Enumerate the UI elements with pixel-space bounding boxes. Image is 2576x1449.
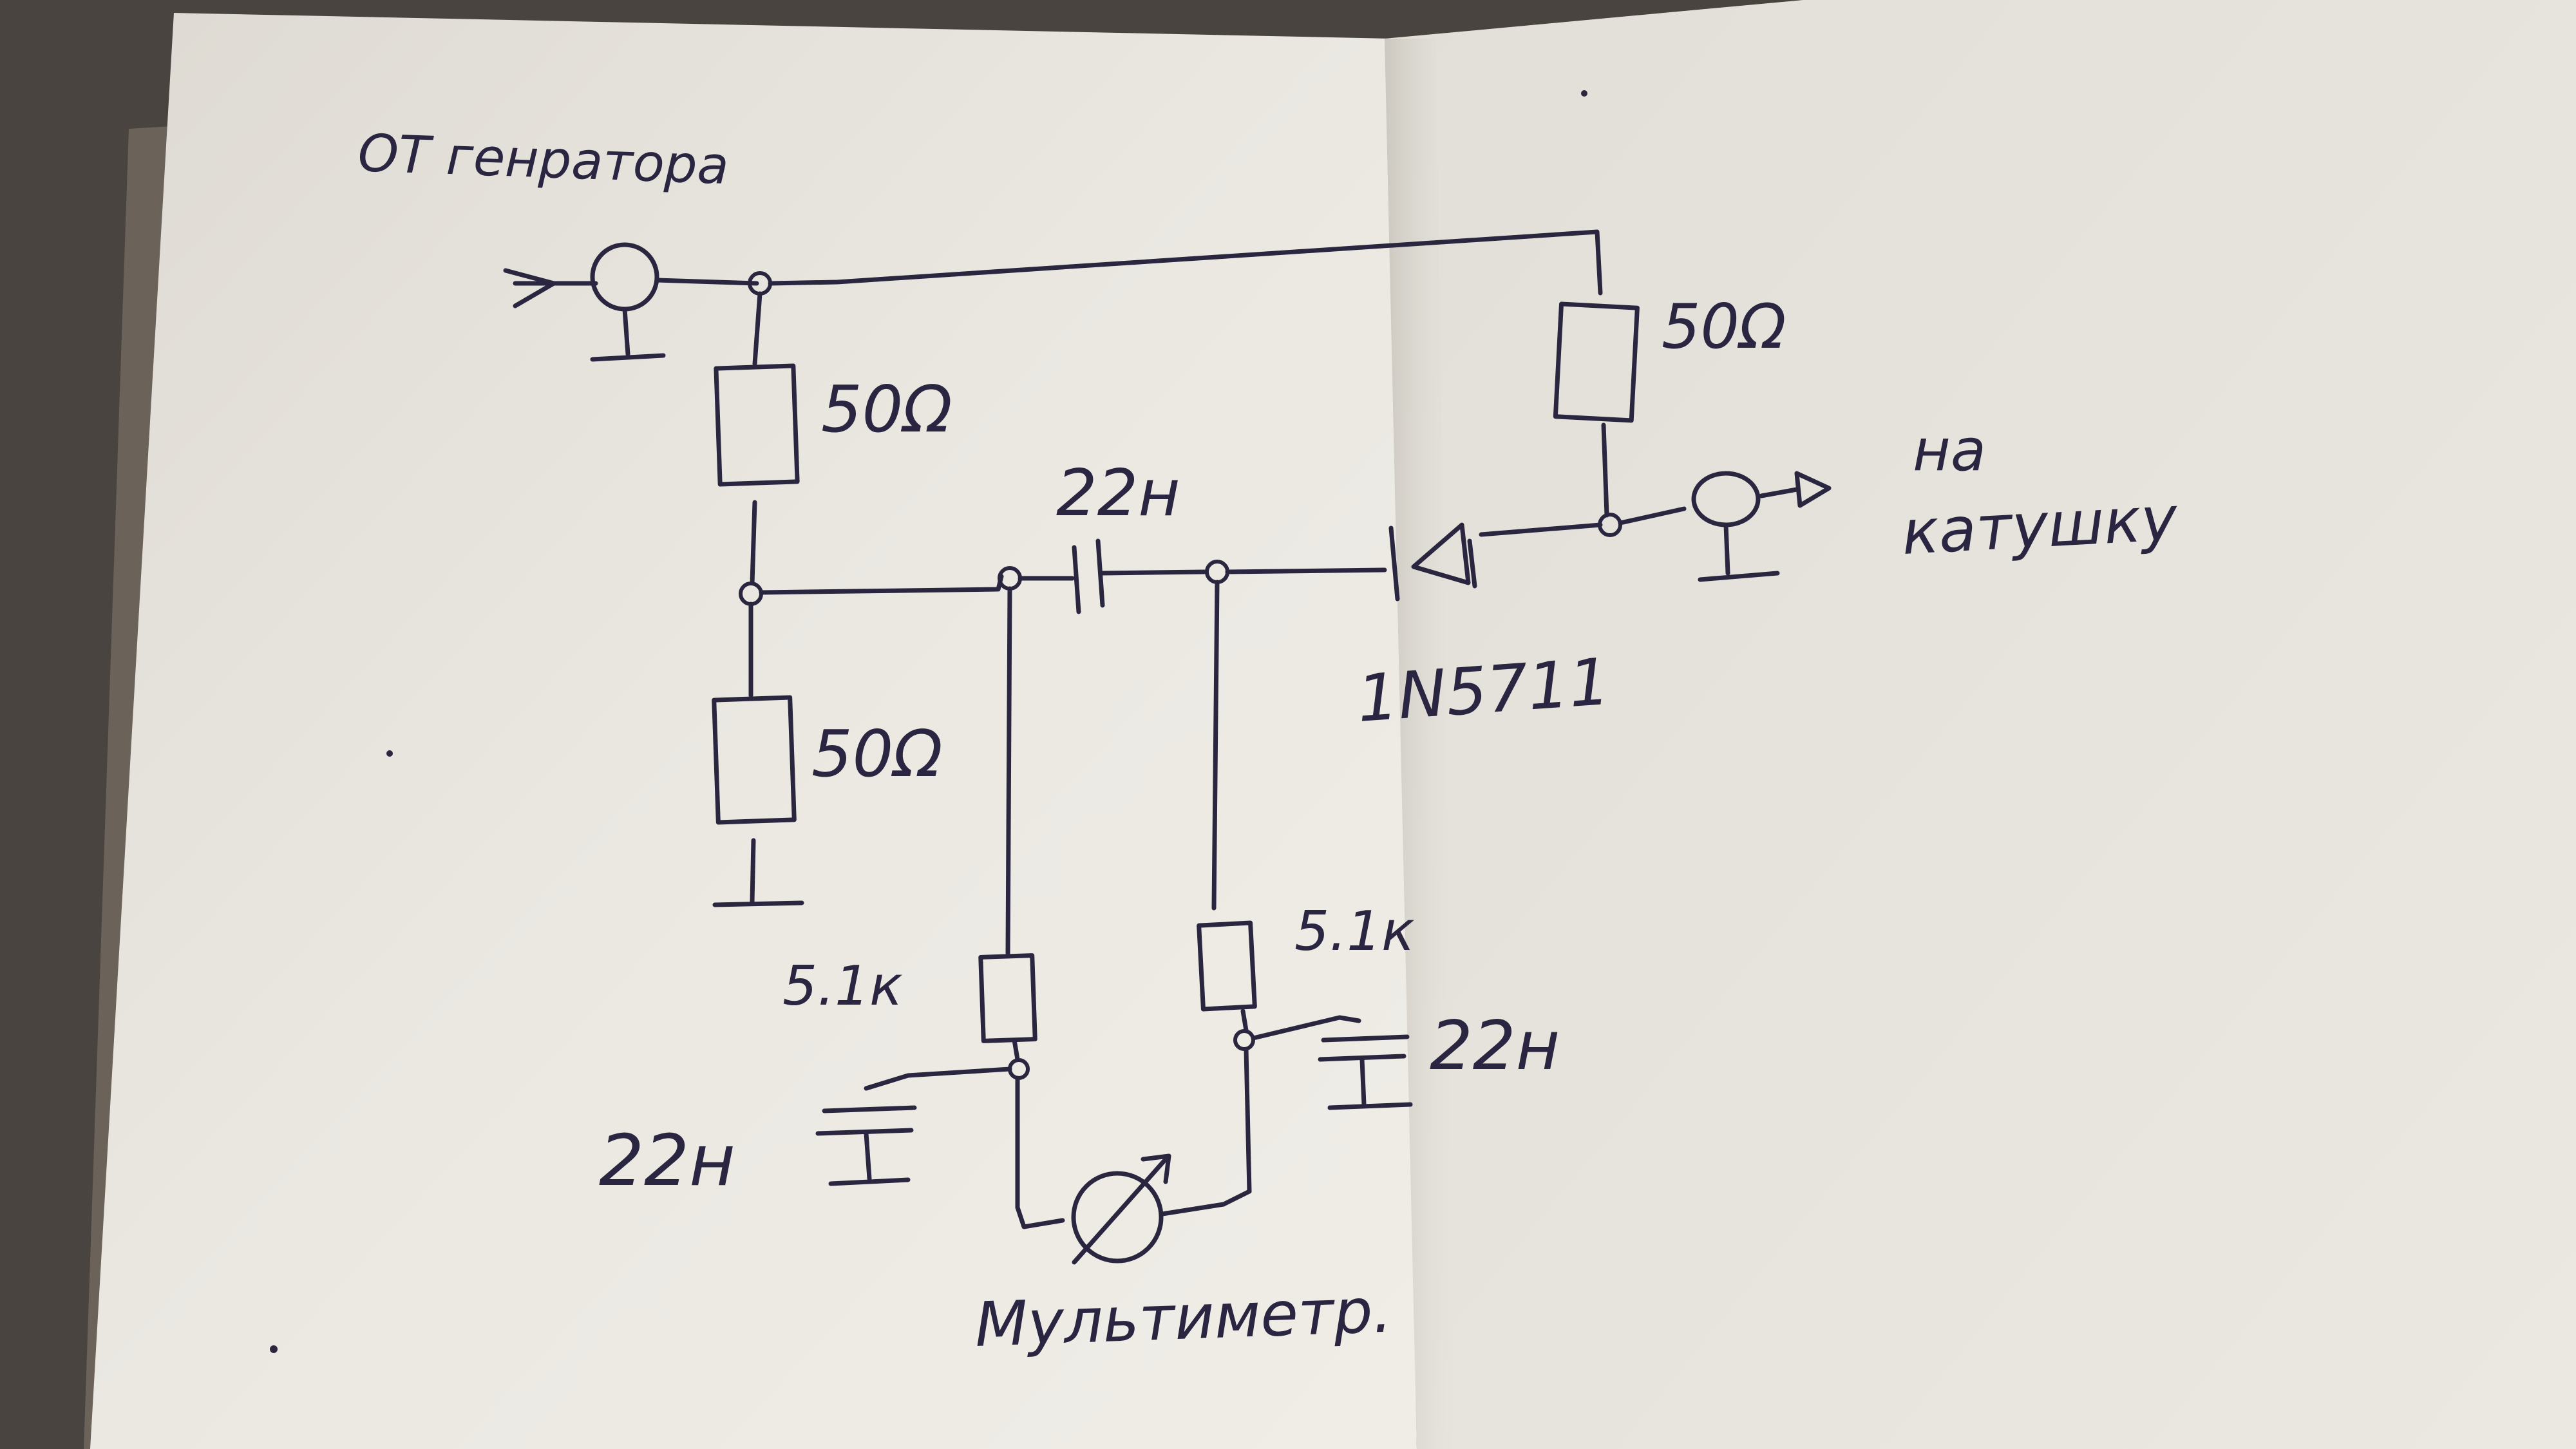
resistor-50-top-left [714,363,800,487]
diode-bar [1388,526,1400,601]
label-c-left-filter: 22н [599,1119,735,1202]
capacitor-left-plate-b [815,1128,914,1136]
label-output-line1: на [1913,417,1986,484]
pen-dot-3 [270,1345,278,1353]
pen-dot-2 [1581,90,1587,97]
diode-body [1411,522,1471,585]
capacitor-right-plate-a [1321,1034,1410,1043]
output-arrow [1794,471,1832,508]
pen-dot [386,750,393,757]
label-source: ОТ генратора [357,123,730,196]
resistor-5k1-right [1197,920,1257,1012]
label-r-bottom-left: 50Ω [811,716,943,791]
left-page [90,13,1417,1449]
label-c-right-filter: 22н [1430,1007,1560,1085]
circuit-drawing [503,229,1832,1265]
label-r-left-filter: 5.1к [782,954,903,1018]
label-meter: Мультиметр. [974,1275,1393,1361]
label-diode: 1N5711 [1355,644,1613,737]
label-r-right-filter: 5.1к [1294,900,1415,963]
page-fold [1385,39,1455,1449]
label-output-line2: катушку [1900,484,2180,569]
resistor-5k1-left [978,953,1037,1043]
resistor-50-bottom-left [712,695,797,825]
label-c-series: 22н [1056,455,1180,531]
resistor-50-top-right [1553,301,1640,423]
labels: ОТ генратора 50Ω 50Ω 50Ω 22н 1N5711 на к… [357,123,2180,1361]
capacitor-left-plate-a [822,1105,917,1113]
capacitor-22n-plate-a [1072,545,1081,614]
multimeter-symbol [1071,1171,1164,1264]
label-r-top-left: 50Ω [821,372,952,447]
right-page [1385,0,2576,1449]
label-r-top-right: 50Ω [1662,292,1786,363]
